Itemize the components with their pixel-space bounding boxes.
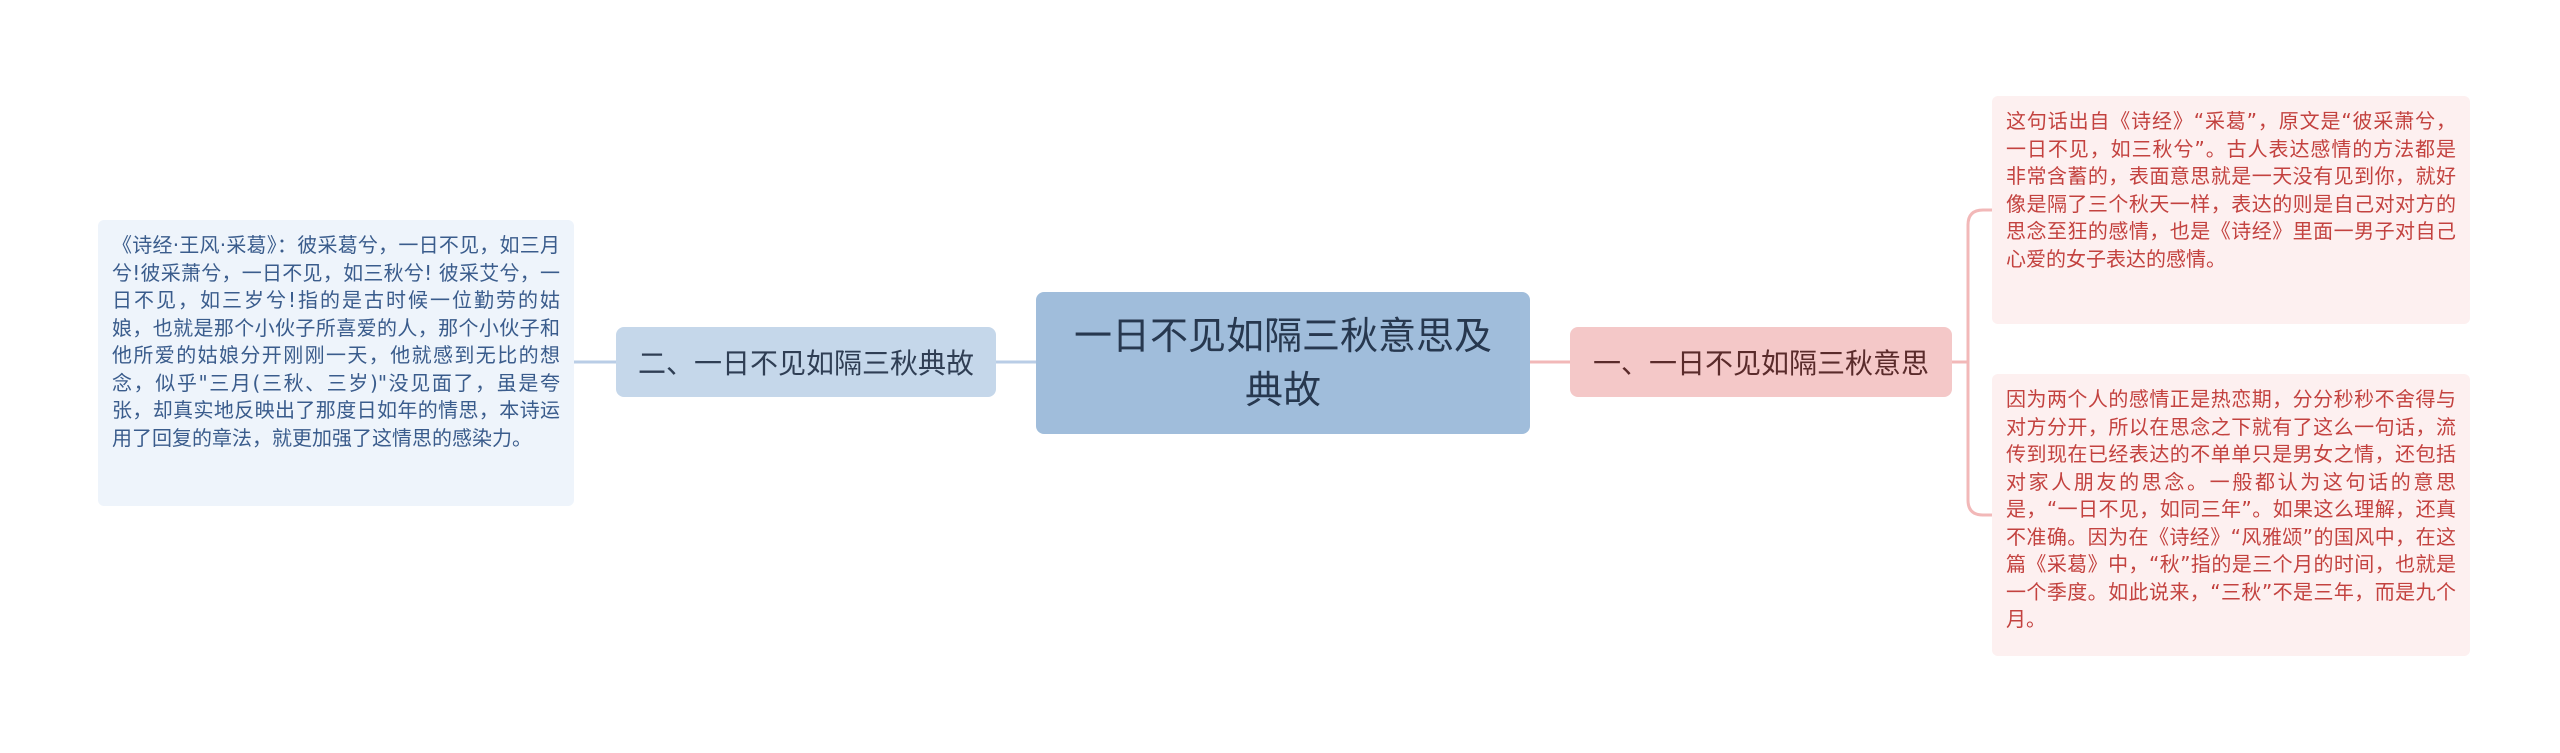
connector-right-leaves bbox=[1952, 208, 1992, 517]
branch-origin[interactable]: 二、一日不见如隔三秋典故 bbox=[616, 327, 996, 397]
branch-meaning[interactable]: 一、一日不见如隔三秋意思 bbox=[1570, 327, 1952, 397]
leaf-meaning-explanation-label: 因为两个人的感情正是热恋期，分分秒秒不舍得与对方分开，所以在思念之下就有了这么一… bbox=[2006, 387, 2456, 631]
branch-meaning-label: 一、一日不见如隔三秋意思 bbox=[1592, 347, 1929, 380]
root-topic-label: 一日不见如隔三秋意思及典故 bbox=[1073, 314, 1492, 412]
leaf-meaning-explanation[interactable]: 因为两个人的感情正是热恋期，分分秒秒不舍得与对方分开，所以在思念之下就有了这么一… bbox=[1992, 374, 2470, 656]
branch-origin-label: 二、一日不见如隔三秋典故 bbox=[637, 347, 974, 380]
leaf-meaning-source[interactable]: 这句话出自《诗经》“采葛”，原文是“彼采萧兮，一日不见，如三秋兮”。古人表达感情… bbox=[1992, 96, 2470, 324]
leaf-meaning-source-label: 这句话出自《诗经》“采葛”，原文是“彼采萧兮，一日不见，如三秋兮”。古人表达感情… bbox=[2006, 109, 2456, 271]
leaf-origin-text[interactable]: 《诗经·王风·采葛》：彼采葛兮，一日不见，如三月兮!彼采萧兮，一日不见，如三秋兮… bbox=[98, 220, 574, 506]
root-topic[interactable]: 一日不见如隔三秋意思及典故 bbox=[1036, 292, 1530, 434]
leaf-origin-label: 《诗经·王风·采葛》：彼采葛兮，一日不见，如三月兮!彼采萧兮，一日不见，如三秋兮… bbox=[112, 233, 560, 450]
